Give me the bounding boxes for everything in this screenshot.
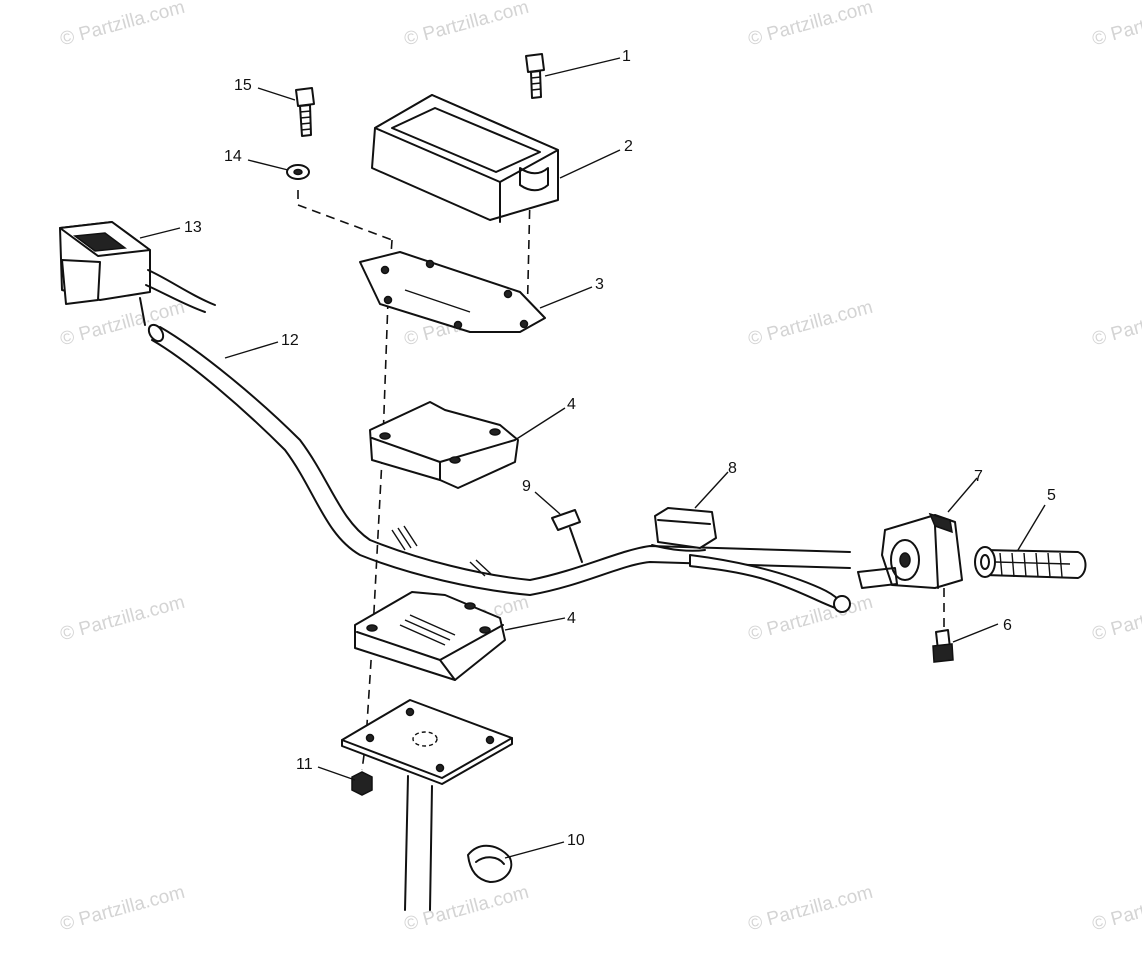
callout-4-lower: 4 bbox=[567, 610, 576, 627]
leader-line bbox=[139, 227, 181, 239]
leader-line bbox=[224, 341, 279, 359]
master-cylinder bbox=[59, 221, 216, 326]
screw bbox=[932, 588, 954, 663]
leader-line bbox=[952, 623, 999, 643]
callout-6: 6 bbox=[1003, 617, 1012, 634]
leader-line bbox=[504, 841, 565, 859]
leader-line bbox=[534, 491, 561, 515]
lower-clamp bbox=[354, 591, 506, 681]
leader-line bbox=[559, 149, 621, 179]
leader-line bbox=[694, 471, 729, 509]
callout-5: 5 bbox=[1047, 487, 1056, 504]
handlebar-cover bbox=[371, 94, 559, 223]
throttle-housing bbox=[857, 512, 963, 589]
cable-clamp bbox=[467, 844, 513, 883]
leader-line bbox=[947, 477, 978, 513]
callout-15: 15 bbox=[234, 77, 252, 94]
assembly-line bbox=[372, 439, 384, 631]
callout-11: 11 bbox=[296, 756, 313, 773]
brake-lever bbox=[651, 507, 851, 613]
handle-grip bbox=[974, 546, 1087, 579]
bolt bbox=[295, 87, 315, 137]
leader-line bbox=[544, 57, 621, 77]
callout-9: 9 bbox=[522, 478, 531, 495]
callout-1: 1 bbox=[622, 48, 631, 65]
leader-line bbox=[539, 286, 593, 309]
upper-clamp bbox=[369, 401, 519, 489]
callout-14: 14 bbox=[224, 148, 242, 165]
assembly-line bbox=[297, 190, 393, 241]
mounting-plate bbox=[359, 251, 546, 333]
callout-12: 12 bbox=[281, 332, 299, 349]
steering-post bbox=[341, 699, 513, 911]
leader-line bbox=[317, 766, 356, 781]
callout-8: 8 bbox=[728, 460, 737, 477]
leader-line bbox=[247, 159, 289, 171]
leader-line bbox=[257, 87, 296, 101]
nut bbox=[351, 771, 373, 796]
leader-line bbox=[504, 617, 566, 631]
assembly-line bbox=[382, 299, 389, 441]
leader-line bbox=[514, 407, 566, 441]
washer bbox=[286, 164, 310, 180]
callout-4-upper: 4 bbox=[567, 396, 576, 413]
wire-clip bbox=[551, 509, 583, 563]
leader-line bbox=[1017, 504, 1046, 551]
callout-7: 7 bbox=[974, 468, 983, 485]
handlebar bbox=[147, 323, 851, 596]
callout-13: 13 bbox=[184, 219, 202, 236]
callout-3: 3 bbox=[595, 276, 604, 293]
callout-10: 10 bbox=[567, 832, 585, 849]
bolt bbox=[525, 53, 545, 99]
callout-2: 2 bbox=[624, 138, 633, 155]
